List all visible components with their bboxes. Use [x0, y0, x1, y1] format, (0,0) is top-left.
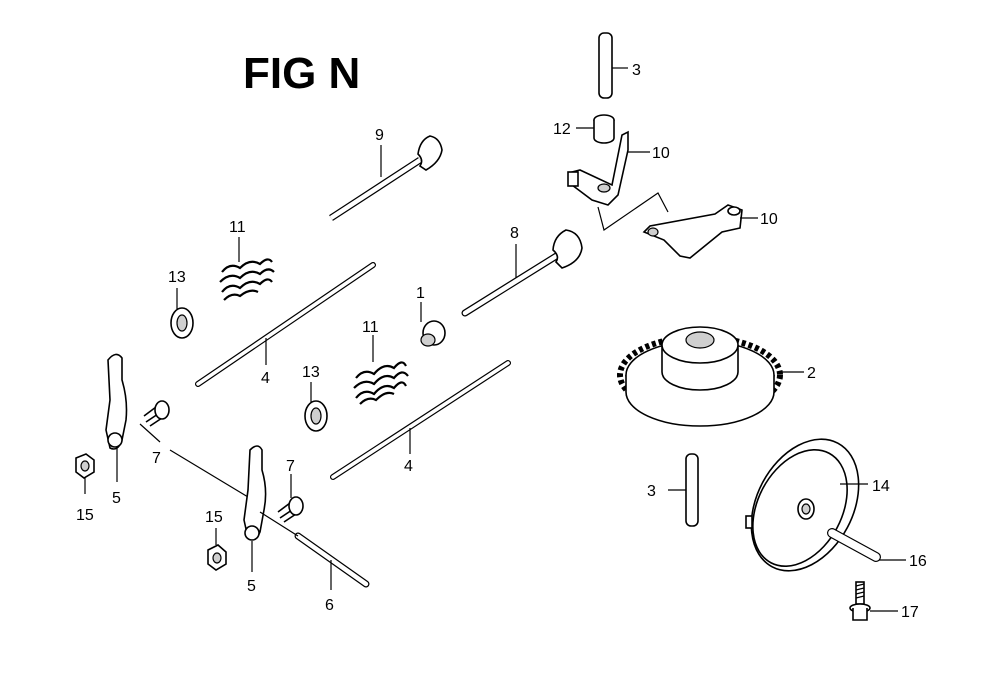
part-3-top-pin: 3: [598, 32, 641, 99]
callout-9: 9: [375, 127, 384, 144]
callout-2: 2: [807, 365, 816, 382]
callout-3-lower: 3: [647, 483, 656, 500]
callout-12: 12: [553, 121, 571, 138]
part-11-spring-upper: 11: [219, 219, 275, 301]
callout-1: 1: [416, 285, 425, 302]
callout-6: 6: [325, 597, 334, 614]
part-5-follower-right: 5: [243, 445, 267, 595]
part-17-bolt: 17: [849, 581, 919, 621]
callout-5-left: 5: [112, 490, 121, 507]
callout-11-lower: 11: [362, 319, 379, 336]
part-2-cam-gear: 2: [617, 326, 816, 427]
callout-13-upper: 13: [168, 269, 186, 286]
figure-title: FIG N: [243, 49, 360, 98]
part-3-lower-pin: 3: [647, 453, 699, 527]
callout-4-upper: 4: [261, 370, 270, 387]
part-10-rocker-upper: 10: [567, 130, 670, 231]
part-1-rotator: 1: [416, 285, 446, 347]
connector-line-left: [169, 449, 249, 498]
part-10-rocker-lower: 10: [642, 204, 778, 259]
callout-7-right: 7: [286, 458, 295, 475]
callout-7-left: 7: [152, 450, 161, 467]
callout-4-lower: 4: [404, 458, 413, 475]
part-11-spring-lower: 11: [353, 319, 409, 405]
callout-11-upper: 11: [229, 219, 246, 236]
part-5-follower-left: 5: [105, 353, 128, 507]
part-15-nut-right: 15: [205, 509, 227, 571]
callout-8: 8: [510, 225, 519, 242]
part-7-bolt-right: 7: [277, 458, 304, 523]
callout-16: 16: [909, 553, 927, 570]
part-16-shaft: 16: [827, 528, 927, 570]
callout-10-lower: 10: [760, 211, 778, 228]
part-4-pushrod-lower: 4: [330, 360, 511, 480]
part-9-valve: 9: [329, 127, 443, 221]
callout-17: 17: [901, 604, 919, 621]
callout-5-right: 5: [247, 578, 256, 595]
part-13-retainer-lower: 13: [302, 364, 328, 432]
part-15-nut-left: 15: [75, 453, 95, 524]
part-12-bushing: 12: [553, 114, 615, 144]
callout-3-top: 3: [632, 62, 641, 79]
callout-13-lower: 13: [302, 364, 320, 381]
part-6-shaft: 6: [259, 511, 370, 614]
callout-15-left: 15: [76, 507, 94, 524]
part-7-bolt-left: 7: [139, 400, 170, 467]
part-14-plate: 14: [745, 438, 890, 572]
part-13-retainer-upper: 13: [168, 269, 194, 339]
part-8-valve: 8: [461, 225, 583, 317]
callout-14: 14: [872, 478, 890, 495]
callout-15-right: 15: [205, 509, 223, 526]
callout-10-upper: 10: [652, 145, 670, 162]
part-4-pushrod-upper: 4: [195, 262, 376, 387]
